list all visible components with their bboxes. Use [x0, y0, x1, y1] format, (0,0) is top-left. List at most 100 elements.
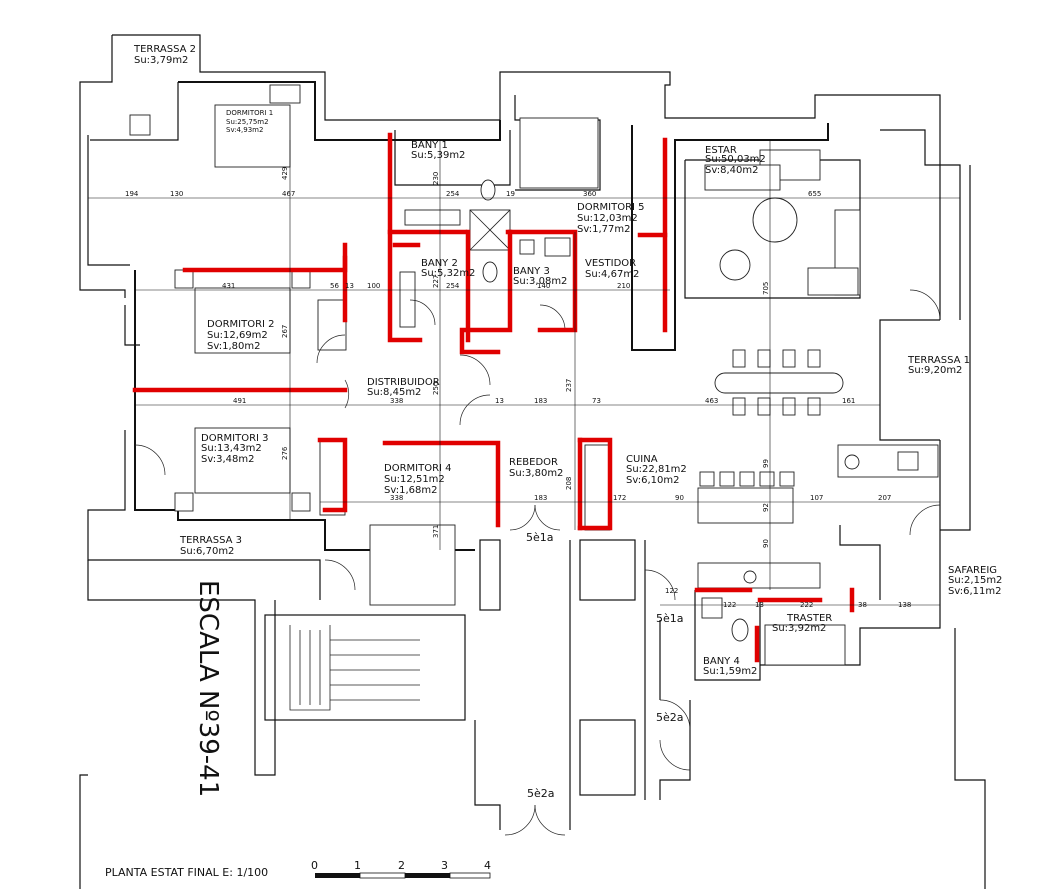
room-area: Su:3,79m2 — [134, 55, 188, 66]
stairwell — [264, 614, 466, 721]
dim-label: 230 — [432, 172, 440, 185]
room-terrassa-2: TERRASSA 2 Su:3,79m2 — [133, 44, 196, 66]
dim-label: 227 — [432, 275, 440, 288]
building-label: ESCALA Nº39-41 — [193, 580, 223, 797]
room-dormitori-4: DORMITORI 4 Su:12,51m2 Sv:1,68m2 — [384, 463, 452, 496]
room-name: DORMITORI 4 — [384, 463, 452, 474]
dim-label: 183 — [534, 397, 547, 405]
dim-label: 73 — [592, 397, 601, 405]
room-name: ESTAR — [705, 145, 737, 156]
room-area: Su:12,03m2 — [577, 213, 638, 224]
unit-label: 5è1a — [656, 612, 684, 625]
dim-label: 207 — [878, 494, 891, 502]
dim-label: 56 — [330, 282, 339, 290]
room-name: BANY 3 — [513, 266, 550, 277]
dim-label: 130 — [170, 190, 183, 198]
room-area: Su:8,45m2 — [367, 387, 421, 398]
room-area: Su:3,80m2 — [509, 468, 563, 479]
furniture — [399, 149, 939, 642]
bed-dormitori-3 — [194, 427, 291, 494]
room-area: Su:4,67m2 — [585, 269, 639, 280]
bed-dormitori-2 — [194, 287, 291, 354]
room-name: DORMITORI 2 — [207, 319, 275, 330]
room-traster: TRASTER Su:3,92m2 — [772, 613, 832, 634]
room-dormitori-3: DORMITORI 3 Su:13,43m2 Sv:3,48m2 — [201, 433, 269, 465]
dim-label: 254 — [446, 190, 460, 198]
room-cuina: CUINA Su:22,81m2 Sv:6,10m2 — [626, 454, 687, 486]
room-name: DORMITORI 5 — [577, 202, 645, 213]
room-name: DISTRIBUIDOR — [367, 377, 440, 388]
dim-label: 183 — [534, 494, 547, 502]
dim-label: 429 — [281, 167, 289, 180]
room-name: TERRASSA 2 — [133, 44, 196, 55]
room-area: Su:3,08m2 — [513, 276, 567, 287]
room-area: Su:5,32m2 — [421, 268, 475, 279]
dim-label: 254 — [446, 282, 460, 290]
dim-label: 122 — [723, 601, 736, 609]
dimension-labels: 194 130 467 254 19 360 655 431 56 13 100… — [125, 167, 911, 609]
plan-title: PLANTA ESTAT FINAL E: 1/100 — [105, 866, 268, 879]
dim-label: 208 — [565, 477, 573, 490]
room-terrassa-3: TERRASSA 3 Su:6,70m2 — [179, 535, 242, 557]
dim-label: 140 — [537, 282, 550, 290]
dim-label: 107 — [810, 494, 823, 502]
room-dormitori-1: DORMITORI 1 Su:25,75m2 Sv:4,93m2 — [226, 109, 273, 134]
room-area: Sv:6,11m2 — [948, 586, 1001, 597]
room-name: VESTIDOR — [585, 258, 636, 269]
unit-label: 5è2a — [656, 711, 684, 724]
dim-label: 222 — [800, 601, 813, 609]
doors — [134, 289, 941, 836]
dim-label: 38 — [858, 601, 867, 609]
room-area: Sv:6,10m2 — [626, 475, 679, 486]
dim-label: 463 — [705, 397, 718, 405]
room-area: Sv:1,80m2 — [207, 341, 260, 352]
room-area: Su:9,20m2 — [908, 365, 962, 376]
dim-label: 194 — [125, 190, 139, 198]
scale-bar: 0 1 2 3 4 — [311, 859, 491, 879]
room-labels: TERRASSA 2 Su:3,79m2 DORMITORI 1 Su:25,7… — [133, 44, 1002, 677]
dim-label: 13 — [495, 397, 504, 405]
room-name: TERRASSA 3 — [179, 535, 242, 546]
room-area: Su:6,70m2 — [180, 546, 234, 557]
new-walls — [132, 132, 855, 663]
room-name: REBEDOR — [509, 457, 558, 468]
room-bany-1: BANY 1 Su:5,39m2 — [411, 140, 465, 161]
room-area: Sv:1,68m2 — [384, 485, 437, 496]
unit-label: 5è2a — [527, 787, 555, 800]
dim-label: 90 — [675, 494, 684, 502]
room-vestidor: VESTIDOR Su:4,67m2 — [585, 258, 639, 280]
dim-label: 338 — [390, 397, 403, 405]
dim-label: 172 — [613, 494, 626, 502]
room-dormitori-2: DORMITORI 2 Su:12,69m2 Sv:1,80m2 — [207, 319, 275, 352]
room-name: CUINA — [626, 454, 658, 465]
scale-tick: 3 — [441, 859, 448, 872]
room-area: Sv:4,93m2 — [226, 126, 263, 134]
dim-label: 13 — [345, 282, 354, 290]
dim-label: 360 — [583, 190, 596, 198]
room-name: SAFAREIG — [948, 565, 997, 576]
room-name: TERRASSA 1 — [907, 355, 970, 366]
dim-label: 122 — [665, 587, 678, 595]
unit-label: 5è1a — [526, 531, 554, 544]
dim-label: 276 — [281, 446, 289, 460]
room-area: Su:1,59m2 — [703, 666, 757, 677]
dim-label: 431 — [222, 282, 235, 290]
room-area: Su:13,43m2 — [201, 443, 262, 454]
dim-label: 338 — [390, 494, 403, 502]
dim-label: 100 — [367, 282, 380, 290]
dimension-lines — [88, 140, 960, 606]
room-area: Su:2,15m2 — [948, 575, 1002, 586]
dim-label: 138 — [898, 601, 911, 609]
dim-label: 19 — [506, 190, 515, 198]
dim-label: 237 — [565, 379, 573, 392]
dim-label: 161 — [842, 397, 855, 405]
dim-label: 250 — [432, 382, 440, 395]
room-area: Su:3,92m2 — [772, 623, 826, 634]
room-terrassa-1: TERRASSA 1 Su:9,20m2 — [907, 355, 970, 376]
dim-label: 210 — [617, 282, 630, 290]
room-name: DORMITORI 1 — [226, 109, 273, 117]
room-rebedor: REBEDOR Su:3,80m2 — [509, 457, 563, 479]
room-area: Sv:3,48m2 — [201, 454, 254, 465]
room-bany-3: BANY 3 Su:3,08m2 — [513, 266, 567, 287]
